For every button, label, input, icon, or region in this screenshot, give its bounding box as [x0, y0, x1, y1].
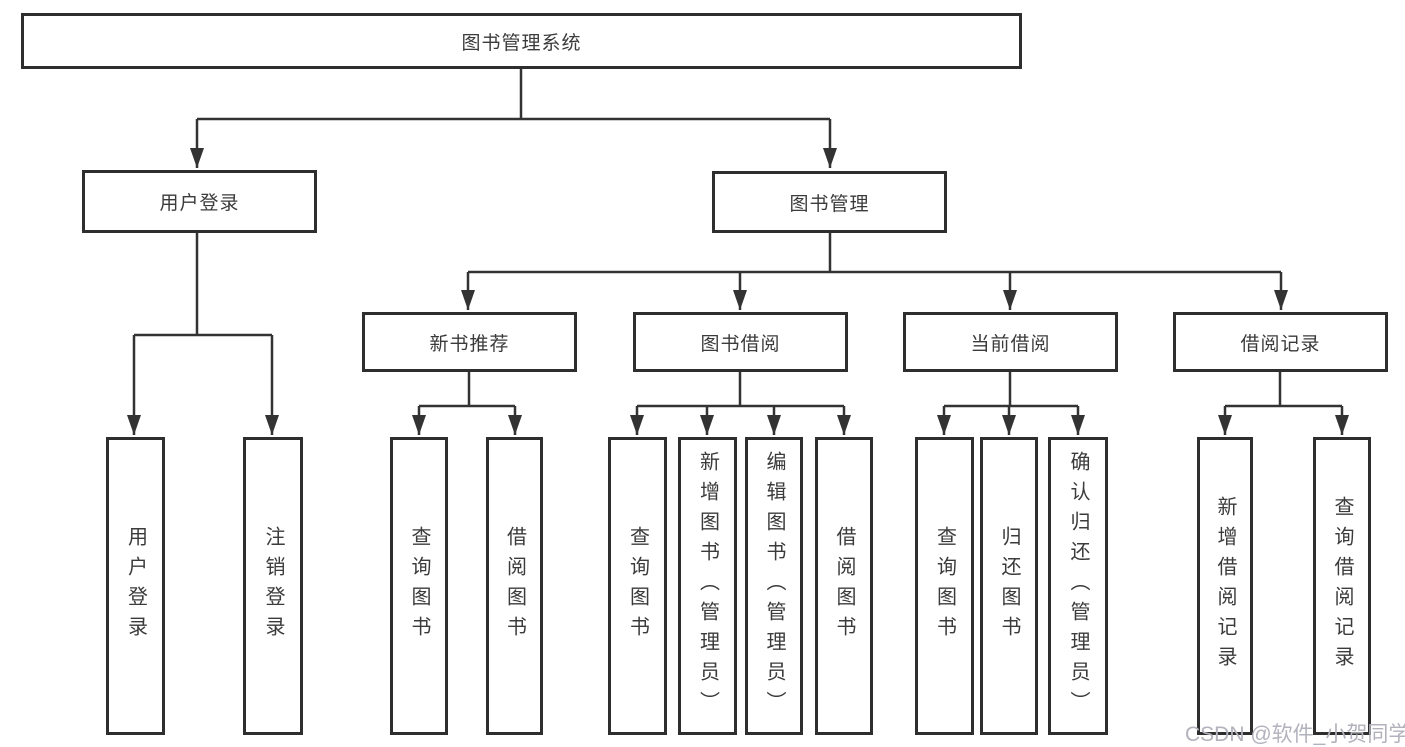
node-root-label: 图书管理系统 — [461, 32, 582, 54]
node-records-query-label: 查询借阅记录 — [1331, 496, 1353, 676]
node-newbooks-query-label: 查询图书 — [408, 526, 430, 646]
node-current-confirm-admin-leaf: 确认归还（管理员） — [1048, 437, 1108, 735]
node-current-return-label: 归还图书 — [998, 526, 1020, 646]
node-records-query-leaf: 查询借阅记录 — [1313, 437, 1371, 735]
node-borrow-query-label: 查询图书 — [626, 526, 649, 646]
node-borrow-query-leaf: 查询图书 — [608, 437, 667, 735]
node-borrow-edit-admin-label: 编辑图书（管理员） — [763, 451, 785, 721]
node-newbooks-borrow-leaf: 借阅图书 — [486, 437, 543, 735]
node-book-mgmt-label: 图书管理 — [789, 193, 870, 215]
node-borrow-borrow-leaf: 借阅图书 — [815, 437, 873, 735]
node-newbooks-query-leaf: 查询图书 — [390, 437, 448, 735]
node-borrow-records-label: 借阅记录 — [1240, 333, 1321, 355]
node-borrow-edit-admin-leaf: 编辑图书（管理员） — [745, 437, 803, 735]
node-newbooks-borrow-label: 借阅图书 — [503, 526, 526, 646]
node-user-login: 用户登录 — [82, 170, 317, 233]
node-user-login-leaf: 用户登录 — [106, 437, 165, 735]
node-new-books: 新书推荐 — [362, 312, 577, 372]
node-logout-leaf: 注销登录 — [243, 437, 303, 735]
node-current-query-leaf: 查询图书 — [915, 437, 974, 735]
node-borrow-borrow-label: 借阅图书 — [833, 526, 855, 646]
node-book-borrow-label: 图书借阅 — [700, 333, 781, 355]
node-book-borrow: 图书借阅 — [633, 312, 848, 372]
node-logout-leaf-label: 注销登录 — [262, 526, 284, 646]
node-current-confirm-admin-label: 确认归还（管理员） — [1067, 451, 1089, 721]
node-borrow-add-admin-leaf: 新增图书（管理员） — [678, 437, 737, 735]
node-new-books-label: 新书推荐 — [429, 333, 510, 355]
node-records-add-leaf: 新增借阅记录 — [1197, 437, 1253, 735]
node-root: 图书管理系统 — [21, 13, 1022, 69]
node-borrow-add-admin-label: 新增图书（管理员） — [696, 451, 719, 721]
csdn-watermark: CSDN @软件_小贺同学 — [1185, 723, 1405, 746]
node-user-login-label: 用户登录 — [159, 193, 240, 214]
node-current-borrow-label: 当前借阅 — [970, 333, 1051, 355]
node-current-borrow: 当前借阅 — [903, 312, 1118, 372]
node-user-login-leaf-label: 用户登录 — [124, 526, 147, 646]
node-book-mgmt: 图书管理 — [712, 171, 947, 233]
node-borrow-records: 借阅记录 — [1173, 312, 1388, 372]
node-current-return-leaf: 归还图书 — [980, 437, 1038, 735]
node-records-add-label: 新增借阅记录 — [1214, 496, 1236, 676]
node-current-query-label: 查询图书 — [933, 526, 956, 646]
